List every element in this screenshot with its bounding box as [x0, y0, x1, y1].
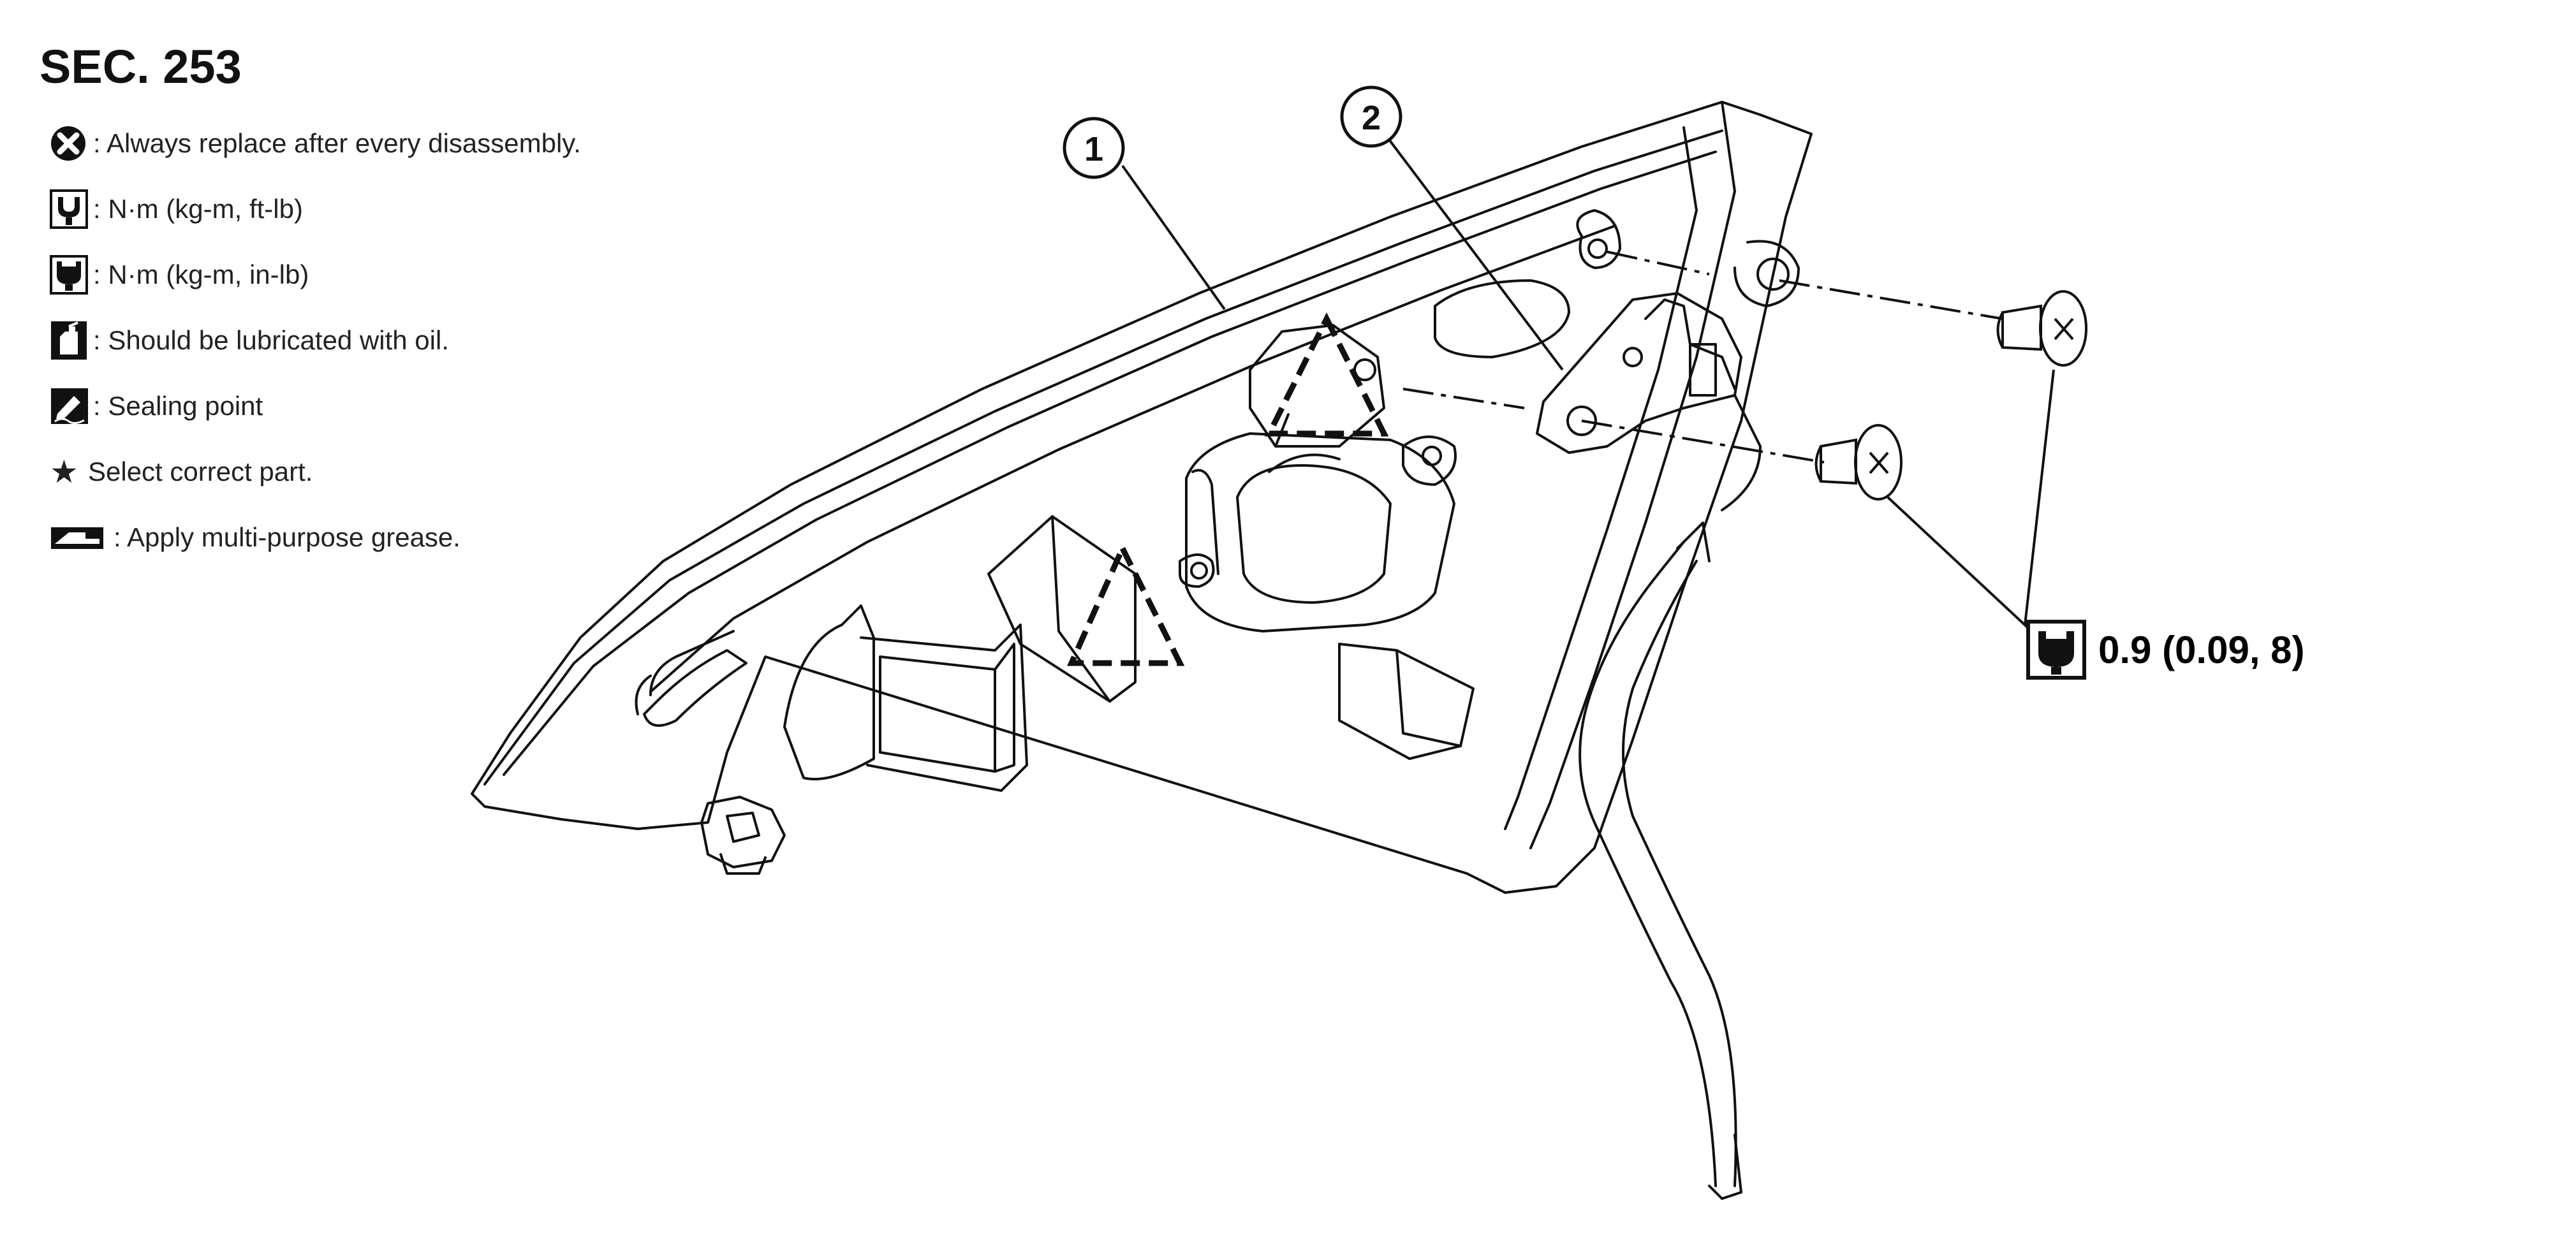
section-title: SEC. 253	[40, 40, 242, 93]
lamp-bracket	[1536, 292, 1742, 454]
sealing-point-icon	[50, 386, 93, 427]
lamp-top-flange-inner	[1504, 126, 1698, 830]
lamp-lens-edge-inner	[503, 150, 1717, 776]
legend-text-select-part: Select correct part.	[88, 457, 313, 486]
torque-value-label: 0.9 (0.09, 8)	[2098, 629, 2305, 671]
callout-1: 1	[1063, 117, 1125, 179]
legend-row-torque-ft-lb: : N·m (kg-m, ft-lb)	[50, 187, 688, 231]
oil-can-icon	[50, 320, 93, 361]
callout-1-number: 1	[1084, 130, 1103, 168]
screw-lower	[1814, 424, 1903, 501]
leader-line-upper-screw	[2024, 369, 2055, 625]
bulb-socket-housing	[783, 604, 875, 780]
callout-2-number: 2	[1362, 99, 1381, 137]
lamp-left-slot	[643, 649, 747, 727]
lamp-lens-edge	[483, 129, 1723, 786]
alignment-line-lower	[1402, 388, 1525, 409]
bulb-socket-ring	[1185, 432, 1455, 632]
callout-2: 2	[1340, 85, 1402, 148]
star-icon: ★	[50, 454, 78, 490]
legend-row-replace: : Always replace after every disassembly…	[50, 121, 688, 166]
symbol-legend: : Always replace after every disassembly…	[50, 121, 688, 581]
lamp-housing-outline	[471, 101, 1813, 894]
mounting-stud-clip	[700, 796, 786, 868]
legend-row-torque-in-lb: : N·m (kg-m, in-lb)	[50, 252, 688, 297]
screw-upper	[1996, 290, 2087, 367]
legend-row-oil: : Should be lubricated with oil.	[50, 318, 688, 363]
leader-line-lower-screw	[1887, 496, 2029, 629]
legend-row-sealing: : Sealing point	[50, 384, 688, 428]
dashed-triangle-upper	[1264, 312, 1389, 437]
torque-ft-lb-icon	[50, 189, 93, 230]
wire-harness	[1579, 541, 1717, 1187]
legend-row-select-part: ★ Select correct part.	[50, 449, 688, 494]
alignment-line-upper	[1607, 251, 1710, 275]
lamp-lens-inner-line	[649, 225, 1615, 693]
lamp-lower-bulge	[649, 630, 735, 696]
legend-text-torque-ft-lb: : N·m (kg-m, ft-lb)	[93, 194, 303, 224]
legend-text-sealing: : Sealing point	[93, 391, 263, 421]
legend-row-grease: : Apply multi-purpose grease.	[50, 515, 688, 560]
connector-block	[987, 515, 1137, 703]
torque-in-lb-icon-callout	[2026, 620, 2086, 680]
legend-text-replace: : Always replace after every disassembly…	[93, 128, 581, 158]
replace-x-icon	[50, 123, 93, 164]
grease-icon	[50, 517, 114, 558]
upper-clip	[1249, 324, 1385, 448]
alignment-line-lower-screw	[1581, 420, 1825, 464]
alignment-line-upper-screw	[1779, 279, 2003, 320]
oval-window	[1434, 279, 1570, 358]
dashed-triangle-lower	[1067, 541, 1185, 666]
lamp-top-flange	[1529, 101, 1736, 849]
wire-harness-inner	[1622, 560, 1737, 1187]
bulb-base	[1236, 464, 1392, 604]
leader-line-callout-1	[1121, 164, 1226, 311]
leader-line-callout-2	[1386, 136, 1564, 371]
torque-in-lb-icon	[50, 254, 93, 295]
legend-text-torque-in-lb: : N·m (kg-m, in-lb)	[93, 259, 309, 289]
legend-text-oil: : Should be lubricated with oil.	[93, 325, 449, 355]
legend-text-grease: : Apply multi-purpose grease.	[114, 522, 460, 552]
connector-block-right	[1338, 643, 1475, 760]
